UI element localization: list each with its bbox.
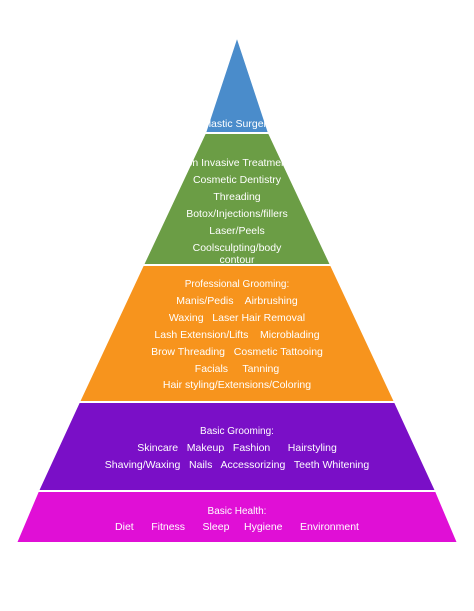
non-invasive-line-3: Threading — [213, 191, 260, 203]
non-invasive-line-2: Cosmetic Dentistry — [193, 174, 282, 186]
basic-grooming-line-1: Skincare Makeup Fashion Hairstyling — [137, 442, 337, 454]
professional-grooming-heading: Professional Grooming: — [185, 279, 290, 290]
non-invasive-line-1: Non Invasive Treatments — [179, 157, 295, 169]
tier-basic-health — [14, 490, 460, 544]
professional-grooming-line-5: Facials Tanning — [195, 363, 280, 375]
basic-health-line-1: Diet Fitness Sleep Hygiene Environment — [115, 521, 359, 533]
basic-grooming-line-2: Shaving/Waxing Nails Accessorizing Teeth… — [105, 459, 370, 471]
professional-grooming-line-1: Manis/Pedis Airbrushing — [176, 295, 298, 307]
plastic-surgery-label: Plastic Surgery — [202, 118, 273, 130]
basic-grooming-heading: Basic Grooming: — [200, 426, 274, 437]
non-invasive-line-5: Laser/Peels — [209, 225, 264, 237]
basic-health-heading: Basic Health: — [208, 506, 267, 517]
non-invasive-line-7: contour — [219, 254, 255, 266]
non-invasive-line-4: Botox/Injections/fillers — [186, 208, 288, 220]
professional-grooming-line-2: Waxing Laser Hair Removal — [169, 312, 305, 324]
non-invasive-line-6: Coolsculpting/body — [193, 242, 282, 254]
professional-grooming-line-4: Brow Threading Cosmetic Tattooing — [151, 346, 323, 358]
professional-grooming-line-6: Hair styling/Extensions/Coloring — [163, 379, 311, 391]
professional-grooming-line-3: Lash Extension/Lifts Microblading — [154, 329, 319, 341]
